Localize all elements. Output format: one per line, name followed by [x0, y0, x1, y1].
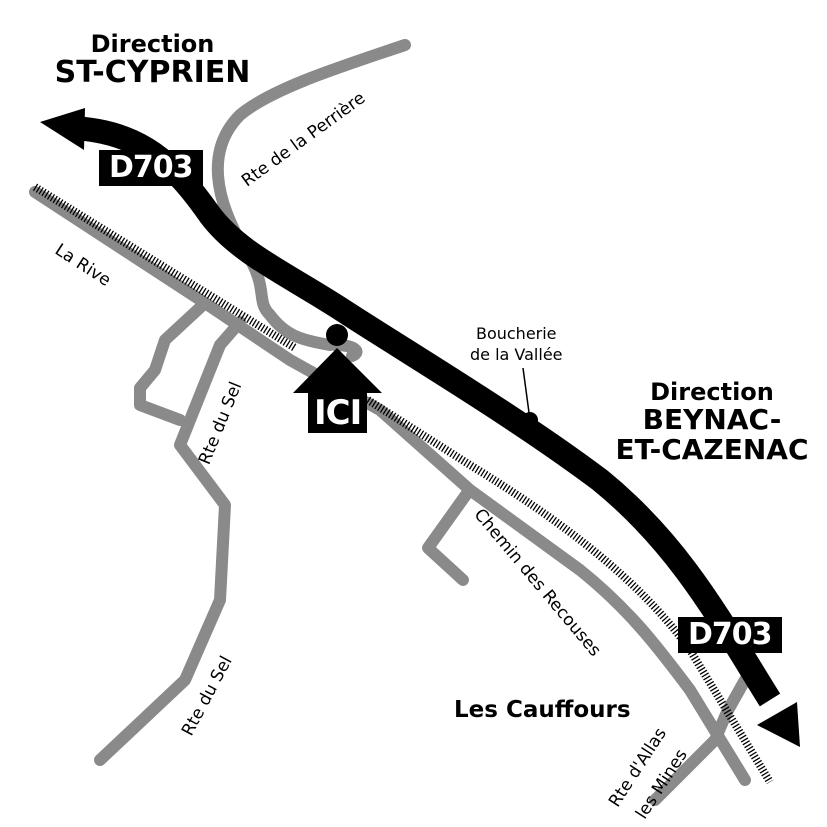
road-la-rive: [29, 186, 751, 786]
direction-west-line1: Direction: [90, 30, 215, 58]
road-sel-loop: [94, 297, 246, 766]
place-label: Les Cauffours: [454, 697, 631, 723]
road-allas: [649, 674, 751, 806]
direction-west: Direction ST-CYPRIEN: [45, 30, 260, 91]
ici-arrow-icon: [293, 348, 382, 393]
road-perriere: [211, 39, 411, 362]
direction-east: Direction BEYNAC- ET-CAZENAC: [612, 378, 812, 466]
poi-leader: [522, 367, 531, 421]
arrow-east-icon: [757, 702, 800, 747]
road-shield-d703-east: D703: [678, 617, 782, 653]
direction-east-line2: BEYNAC-: [642, 403, 782, 437]
road-recouses-branch: [422, 486, 474, 586]
railway: [32, 183, 298, 352]
poi-label-line1: Boucherie: [475, 324, 557, 343]
poi-label-line2: de la Vallée: [470, 345, 563, 364]
arrow-west-icon: [40, 108, 85, 150]
location-dot: [326, 324, 348, 346]
direction-east-line3: ET-CAZENAC: [615, 432, 809, 466]
direction-west-line2: ST-CYPRIEN: [54, 55, 251, 91]
road-shield-d703-west: D703: [99, 150, 203, 186]
poi-label: Boucherie de la Vallée: [470, 323, 563, 365]
direction-east-line1: Direction: [650, 378, 774, 406]
ici-marker: ICI: [308, 393, 368, 433]
